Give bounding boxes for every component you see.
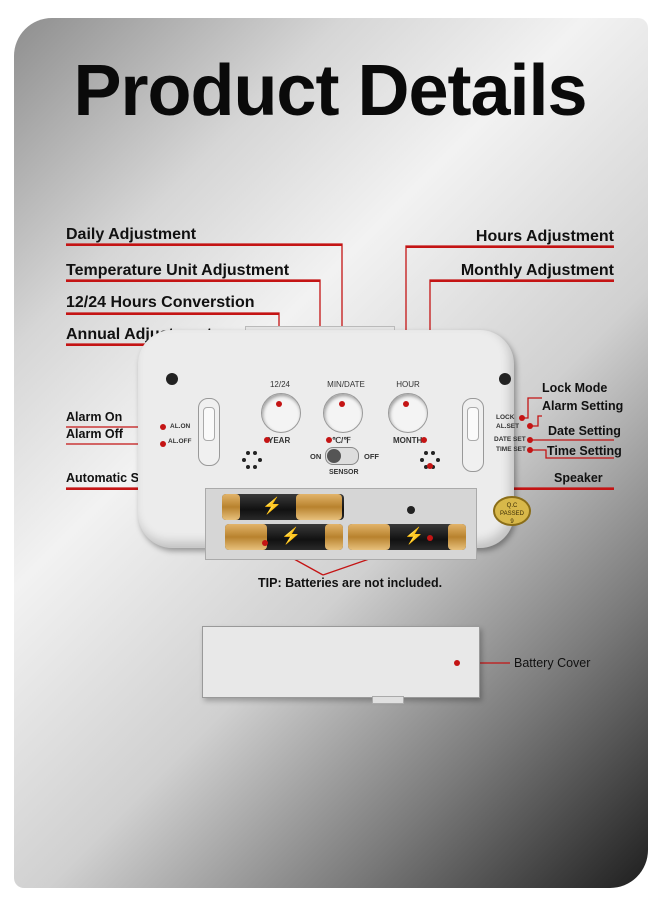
marker-dot: [262, 540, 268, 546]
marker-dot: [527, 437, 533, 443]
battery: ⚡: [225, 524, 343, 550]
mount-hole: [166, 373, 178, 385]
label-date-setting: Date Setting: [548, 424, 621, 438]
label-daily-adjustment: Daily Adjustment: [66, 226, 197, 243]
bolt-icon: ⚡: [404, 528, 424, 545]
temp-unit-label: ℃/℉: [332, 436, 351, 445]
label-monthly-adjustment: Monthly Adjustment: [460, 262, 614, 279]
lock-text: LOCK: [496, 414, 515, 421]
underline: [406, 246, 614, 248]
seal-text: 9: [510, 519, 514, 525]
al-on-text: AL.ON: [170, 423, 191, 430]
battery-cover: [202, 626, 480, 698]
marker-dot: [403, 401, 409, 407]
battery: ⚡: [348, 524, 466, 550]
time-set-text: TIME SET: [496, 446, 526, 453]
battery-cover-tab: [372, 696, 404, 704]
page-title: Product Details: [73, 51, 587, 131]
al-set-text: AL.SET: [496, 423, 520, 430]
button-min-date[interactable]: [323, 393, 363, 433]
marker-dot: [519, 415, 525, 421]
underline: [66, 244, 342, 246]
year-label: YEAR: [268, 436, 291, 445]
label-speaker: Speaker: [554, 471, 603, 485]
label-hours-conversion: 12/24 Hours Converstion: [66, 294, 255, 311]
bolt-icon: ⚡: [262, 498, 282, 515]
battery-cap: [222, 494, 240, 520]
sensor-label: SENSOR: [329, 469, 359, 476]
qc-passed-seal: Q.C PASSED 9: [493, 496, 531, 526]
label-alarm-off: Alarm Off: [66, 427, 123, 441]
sensor-off-label: OFF: [364, 452, 379, 461]
screw-hole: [407, 506, 415, 514]
battery-cap: [225, 524, 267, 550]
button-hour[interactable]: [388, 393, 428, 433]
button-1224[interactable]: [261, 393, 301, 433]
date-set-text: DATE SET: [494, 436, 526, 443]
marker-dot: [264, 437, 270, 443]
battery-cap: [296, 494, 342, 520]
battery-cap: [325, 524, 343, 550]
seal-text: PASSED: [500, 511, 524, 517]
mode-slider[interactable]: [462, 398, 484, 472]
marker-dot: [326, 437, 332, 443]
label-lock-mode: Lock Mode: [542, 381, 608, 395]
underline: [66, 280, 320, 282]
mode-slider-knob: [467, 407, 479, 441]
button-1224-caption: 12/24: [269, 380, 291, 389]
battery-cap: [348, 524, 390, 550]
button-min-date-caption: MIN/DATE: [327, 380, 365, 389]
tip-text: TIP: Batteries are not included.: [258, 576, 443, 590]
battery: ⚡: [222, 494, 344, 520]
marker-dot: [339, 401, 345, 407]
al-off-text: AL.OFF: [168, 438, 192, 445]
marker-dot: [454, 660, 460, 666]
button-hour-caption: HOUR: [396, 380, 420, 389]
bolt-icon: ⚡: [281, 528, 301, 545]
marker-dot: [276, 401, 282, 407]
marker-dot: [160, 424, 166, 430]
mount-hole: [499, 373, 511, 385]
marker-dot: [527, 423, 533, 429]
seal-text: Q.C: [506, 503, 518, 509]
marker-dot: [527, 447, 533, 453]
marker-dot: [427, 463, 433, 469]
label-battery-cover: Battery Cover: [514, 656, 591, 670]
alarm-slider[interactable]: [198, 398, 220, 466]
marker-dot: [421, 437, 427, 443]
sensor-switch[interactable]: [325, 447, 359, 465]
label-alarm-on: Alarm On: [66, 410, 123, 424]
sensor-knob: [327, 449, 341, 463]
month-label: MONTH: [393, 436, 423, 445]
alarm-slider-knob: [203, 407, 215, 441]
marker-dot: [427, 535, 433, 541]
sensor-on-label: ON: [310, 452, 322, 461]
underline: [430, 280, 614, 282]
label-alarm-setting: Alarm Setting: [542, 399, 624, 413]
label-temperature-unit-adjustment: Temperature Unit Adjustment: [66, 262, 290, 279]
underline: [66, 313, 279, 315]
marker-dot: [160, 441, 166, 447]
battery-cap: [448, 524, 466, 550]
label-hours-adjustment: Hours Adjustment: [475, 228, 614, 245]
label-time-setting: Time Setting: [547, 444, 622, 458]
underline: [430, 488, 614, 490]
